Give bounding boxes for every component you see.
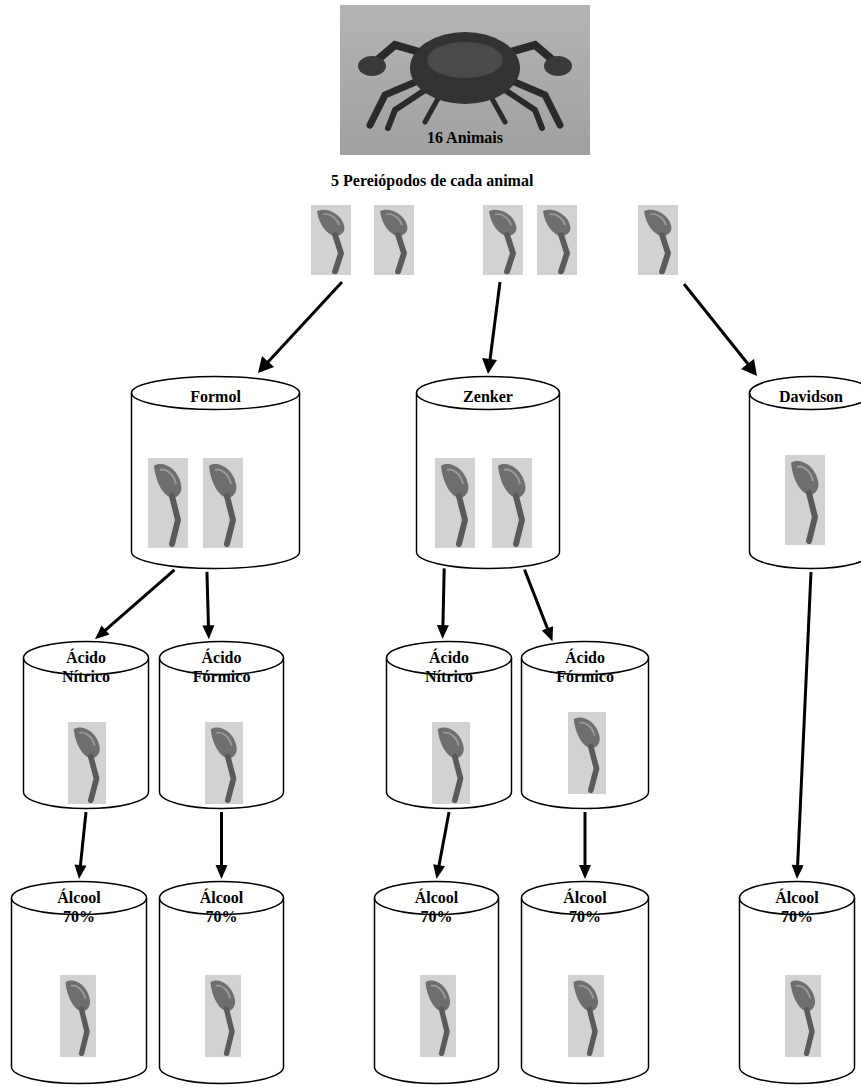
container-cylinder: Ácido Nítrico	[22, 640, 150, 810]
flow-arrow	[216, 812, 228, 879]
node-label: Ácido Fórmico	[543, 648, 627, 686]
container-cylinder: Álcool 70%	[520, 880, 650, 1085]
flow-arrow	[202, 572, 214, 639]
node-label: Álcool 70%	[189, 888, 255, 926]
caption-label: 5 Pereiópodos de cada animal	[331, 172, 533, 190]
flow-arrow	[437, 568, 449, 639]
flow-arrow	[74, 812, 86, 879]
container-cylinder: Zenker	[415, 375, 561, 570]
container-cylinder: Formol	[130, 375, 301, 570]
container-cylinder: Álcool 70%	[373, 880, 500, 1085]
node-label: Álcool 70%	[552, 888, 618, 926]
node-label: Álcool 70%	[46, 888, 112, 926]
flow-arrow	[433, 812, 449, 879]
node-label: Formol	[130, 387, 301, 406]
node-label: 16 Animais	[427, 128, 503, 147]
flow-arrow	[525, 570, 554, 642]
node-label: Zenker	[415, 387, 561, 406]
flow-arrow	[579, 812, 591, 879]
node-label: Davidson	[748, 387, 861, 406]
photo-box: 16 Animais	[340, 5, 590, 155]
flow-arrow	[792, 572, 811, 879]
container-cylinder: Ácido Fórmico	[158, 640, 285, 810]
node-label: Álcool 70%	[404, 888, 470, 926]
container-cylinder: Álcool 70%	[738, 880, 856, 1085]
node-label: Ácido Nítrico	[44, 648, 128, 686]
container-cylinder: Davidson	[748, 375, 861, 570]
node-label: Álcool 70%	[764, 888, 830, 926]
node-label: Ácido Nítrico	[407, 648, 491, 686]
flow-arrow	[95, 570, 175, 639]
container-cylinder: Álcool 70%	[10, 880, 148, 1085]
container-cylinder: Ácido Fórmico	[520, 640, 650, 810]
node-label: Ácido Fórmico	[180, 648, 264, 686]
container-cylinder: Ácido Nítrico	[385, 640, 513, 810]
container-cylinder: Álcool 70%	[158, 880, 285, 1085]
